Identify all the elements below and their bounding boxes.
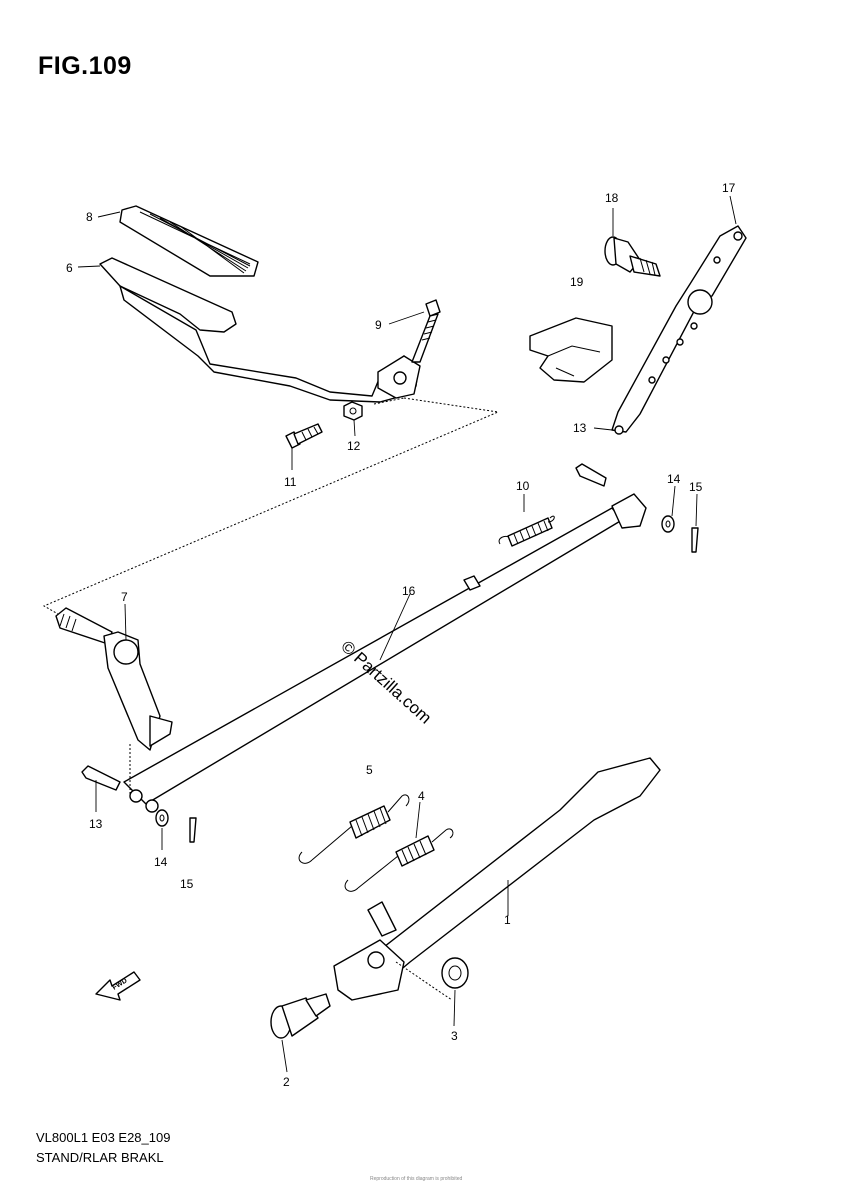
- callout-17: 17: [722, 181, 736, 195]
- fwd-arrow-icon: FWD: [95, 971, 141, 1001]
- callout-13-lower: 13: [89, 817, 103, 831]
- figure-code: VL800L1 E03 E28_109: [36, 1130, 171, 1145]
- callout-4: 4: [418, 789, 425, 803]
- part-15-cotter-pin-lower[interactable]: [189, 817, 197, 843]
- callout-8: 8: [86, 210, 93, 224]
- callout-14-lower: 14: [154, 855, 168, 869]
- part-17-brake-arm[interactable]: [611, 225, 747, 435]
- figure-title: FIG.109: [38, 52, 132, 80]
- part-12-nut[interactable]: [343, 401, 363, 421]
- part-5-spring[interactable]: [298, 794, 410, 864]
- assembly-line-bolt: [373, 397, 405, 405]
- part-3-nut[interactable]: [441, 957, 469, 989]
- callout-3: 3: [451, 1029, 458, 1043]
- part-19-cover[interactable]: [529, 317, 613, 383]
- figure-name: STAND/RLAR BRAKL: [36, 1150, 164, 1165]
- assembly-line-pedal: [42, 397, 500, 615]
- part-11-bolt[interactable]: [285, 423, 323, 449]
- callout-1: 1: [504, 913, 511, 927]
- callout-15-upper: 15: [689, 480, 703, 494]
- callout-18: 18: [605, 191, 619, 205]
- callout-2: 2: [283, 1075, 290, 1089]
- callout-7: 7: [121, 590, 128, 604]
- part-8-pedal-rubber[interactable]: [119, 205, 259, 277]
- part-14-washer-lower[interactable]: [155, 809, 169, 827]
- part-16-brake-rod[interactable]: [123, 493, 647, 813]
- callout-10: 10: [516, 479, 530, 493]
- part-15-cotter-pin-upper[interactable]: [691, 527, 699, 553]
- part-4-spring[interactable]: [344, 828, 454, 892]
- callout-19: 19: [570, 275, 584, 289]
- leader-lines: [77, 195, 737, 1073]
- part-18-pivot-bolt[interactable]: [604, 236, 661, 277]
- callout-9: 9: [375, 318, 382, 332]
- callout-11: 11: [284, 475, 297, 489]
- part-9-bolt[interactable]: [411, 299, 441, 363]
- callout-12: 12: [347, 439, 361, 453]
- part-2-pivot-bolt[interactable]: [270, 993, 331, 1039]
- part-1-side-stand[interactable]: [333, 757, 661, 1001]
- callout-14-upper: 14: [667, 472, 681, 486]
- callout-5: 5: [366, 763, 373, 777]
- callout-16: 16: [402, 584, 416, 598]
- callout-13-upper: 13: [573, 421, 587, 435]
- fine-print: Reproduction of this diagram is prohibit…: [370, 1176, 463, 1182]
- callout-6: 6: [66, 261, 73, 275]
- part-10-spring[interactable]: [498, 515, 555, 547]
- part-13-clevis-pin-lower[interactable]: [81, 765, 121, 791]
- callout-15-lower: 15: [180, 877, 194, 891]
- part-14-washer-upper[interactable]: [661, 515, 675, 533]
- part-13-clevis-pin-upper[interactable]: [575, 463, 607, 487]
- part-6-brake-pedal[interactable]: [99, 257, 421, 403]
